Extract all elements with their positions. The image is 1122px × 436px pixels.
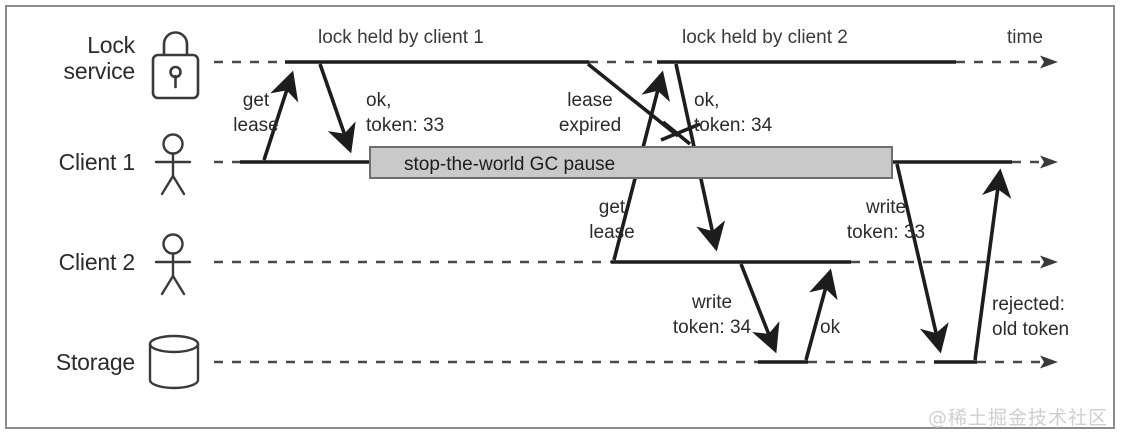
label-ok-token-34: ok, token: 34 bbox=[694, 90, 773, 136]
label-write-token-33: write token: 33 bbox=[847, 197, 925, 243]
label-ok-token-33: ok, token: 33 bbox=[366, 90, 444, 136]
svg-text:token: 33: token: 33 bbox=[366, 115, 444, 136]
svg-text:write: write bbox=[691, 292, 732, 313]
database-cylinder-icon bbox=[148, 334, 200, 390]
lifeline-client-1 bbox=[214, 155, 1058, 169]
lane-label-client-1: Client 1 bbox=[58, 149, 136, 175]
label-get-lease-2: get lease bbox=[589, 197, 634, 243]
svg-text:get: get bbox=[243, 90, 270, 111]
lane-label-client-2: Client 2 bbox=[58, 249, 136, 275]
arrow-write-token-33 bbox=[895, 163, 949, 354]
svg-text:get: get bbox=[599, 197, 626, 218]
lifeline-arrowhead bbox=[1040, 355, 1058, 369]
svg-text:rejected:: rejected: bbox=[992, 294, 1065, 315]
label-write-token-34: write token: 34 bbox=[673, 292, 752, 338]
arrow-write-token-34 bbox=[739, 263, 780, 354]
lifeline-arrowhead bbox=[1040, 255, 1058, 269]
lane-label-storage: Storage bbox=[55, 349, 135, 375]
svg-text:old token: old token bbox=[992, 319, 1069, 340]
arrow-ok-storage bbox=[804, 268, 838, 361]
lifeline-arrowhead bbox=[1040, 55, 1058, 69]
label-ok-storage: ok bbox=[820, 317, 841, 338]
arrow-ok-token-33 bbox=[318, 63, 356, 154]
lock-held-client-1-label: lock held by client 1 bbox=[318, 27, 484, 48]
time-axis-label: time bbox=[1007, 27, 1043, 48]
stick-figure-icon bbox=[154, 233, 192, 296]
lifeline-arrowhead bbox=[1040, 155, 1058, 169]
label-rejected-old-token: rejected: old token bbox=[992, 294, 1069, 340]
gc-pause-box bbox=[369, 146, 893, 179]
label-lease-expired: lease expired bbox=[559, 90, 621, 136]
lane-label-lock-service: Lock service bbox=[63, 32, 136, 84]
svg-text:lease: lease bbox=[567, 90, 612, 111]
svg-text:token: 34: token: 34 bbox=[694, 115, 773, 136]
svg-text:ok,: ok, bbox=[694, 90, 719, 111]
svg-text:token: 33: token: 33 bbox=[847, 222, 925, 243]
lock-held-client-2-label: lock held by client 2 bbox=[682, 27, 848, 48]
svg-text:lease: lease bbox=[233, 115, 278, 136]
padlock-icon bbox=[151, 31, 200, 100]
label-get-lease-1: get lease bbox=[233, 90, 278, 136]
svg-text:expired: expired bbox=[559, 115, 621, 136]
svg-text:token: 34: token: 34 bbox=[673, 317, 752, 338]
figure-frame bbox=[5, 5, 1115, 429]
arrow-get-lease-1 bbox=[262, 70, 299, 161]
expiry-cross-icon bbox=[660, 120, 701, 146]
gc-pause-label: stop-the-world GC pause bbox=[404, 154, 615, 175]
svg-text:ok,: ok, bbox=[366, 90, 391, 111]
svg-text:write: write bbox=[865, 197, 906, 218]
stick-figure-icon bbox=[154, 133, 192, 196]
lifeline-lock-service bbox=[214, 55, 1058, 69]
arrow-rejected-old-token bbox=[973, 168, 1012, 361]
lifeline-client-2 bbox=[214, 255, 1058, 269]
svg-text:ok: ok bbox=[820, 317, 841, 338]
svg-text:lease: lease bbox=[589, 222, 634, 243]
watermark: @稀土掘金技术社区 bbox=[927, 407, 1108, 429]
lifeline-storage bbox=[214, 355, 1058, 369]
